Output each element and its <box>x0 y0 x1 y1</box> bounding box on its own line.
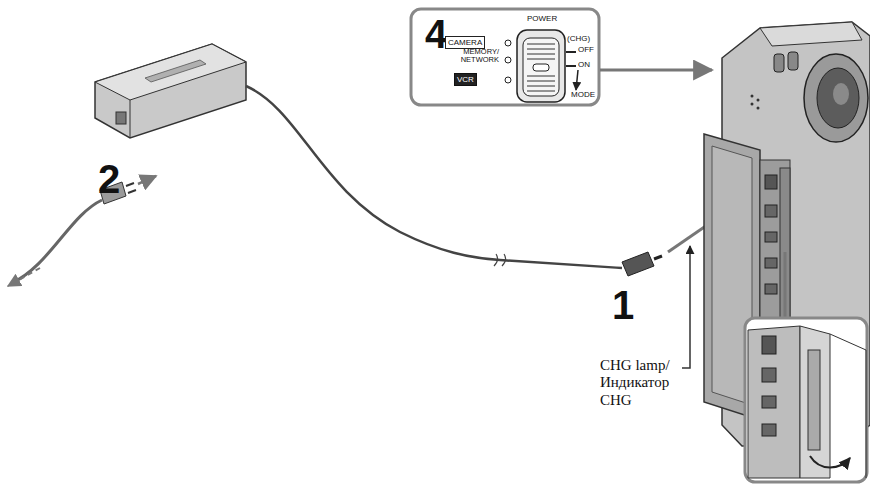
switch-label: MEMORY/ NETWORK <box>453 48 499 64</box>
mains-cord <box>8 176 156 286</box>
switch-label: POWER <box>527 15 557 23</box>
mode-indicator: VCR <box>454 73 477 86</box>
mode-label: CAMERA <box>448 39 482 47</box>
switch-label: MODE <box>571 91 595 99</box>
mode-indicator: CAMERA <box>445 36 485 49</box>
switch-label: (CHG) <box>567 35 590 43</box>
power-switch-inset <box>411 9 712 105</box>
switch-panel: 4 POWER MEMORY/ NETWORK (CHG) OFF ON MODE CAMER… <box>411 9 599 105</box>
mode-label: VCR <box>457 76 474 84</box>
switch-label: OFF <box>578 46 594 54</box>
callout-number: 2 <box>98 156 120 202</box>
dc-cable <box>246 86 764 276</box>
callout-number: 4 <box>425 13 447 55</box>
jack-cover-inset <box>745 318 867 482</box>
ac-adapter <box>95 44 246 138</box>
switch-label: ON <box>578 61 590 69</box>
callout-number: 1 <box>612 282 634 328</box>
part-label: CHG lamp/ Индикатор CHG <box>600 357 680 409</box>
